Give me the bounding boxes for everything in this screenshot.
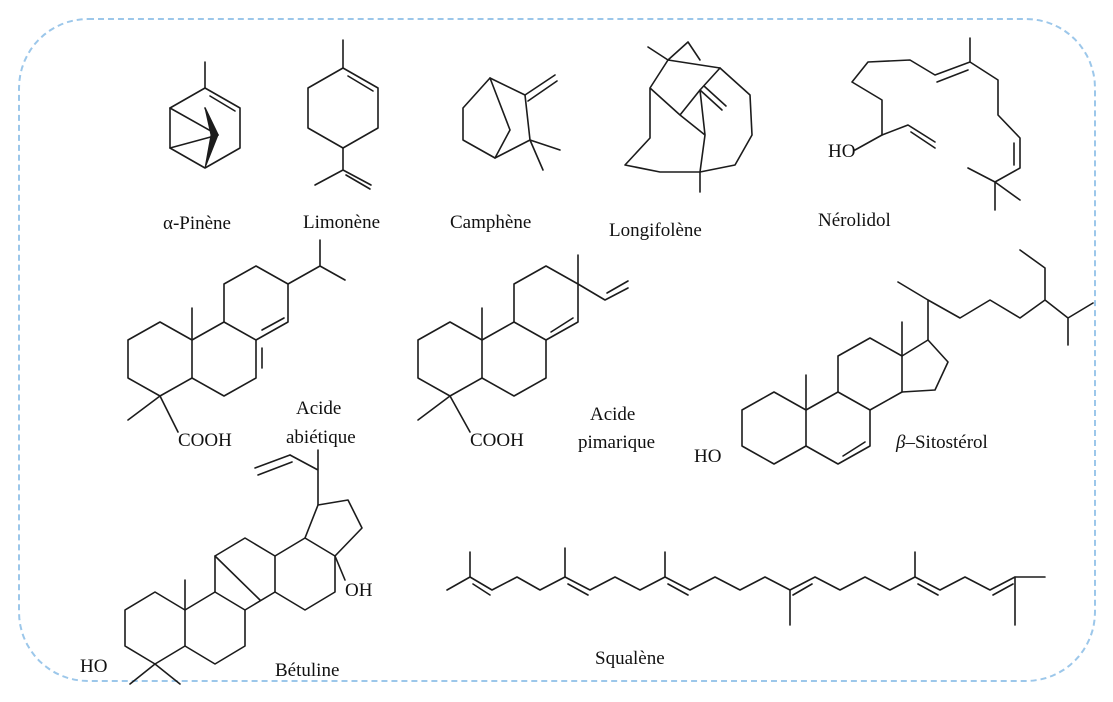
betulin-oh-group: OH [345, 580, 373, 601]
pimaric-cooh-group: COOH [470, 430, 524, 451]
sitosterol-double-bond [842, 441, 866, 457]
label-betulin: Bétuline [275, 660, 339, 681]
abietic-ring-b [191, 321, 257, 397]
pimaric-methyl [417, 395, 451, 421]
pimaric-ring-a [417, 321, 483, 397]
sitosterol-side-chain [897, 249, 1094, 346]
limonene-isopropenyl-double-bond [345, 174, 371, 190]
abietic-ring-c [223, 265, 289, 341]
nerolidol-vinyl [854, 124, 936, 151]
label-alpha-pinene: α-Pinène [163, 213, 231, 234]
label-abietic-line2: abiétique [286, 427, 356, 448]
label-nerolidol: Nérolidol [818, 210, 891, 231]
label-pimaric-line2: pimarique [578, 432, 655, 453]
abietic-acid-structure [127, 239, 346, 433]
sitosterol-ring-c [837, 337, 903, 411]
label-longifolene: Longifolène [609, 220, 702, 241]
label-sitosterol-rest: –Sitostérol [904, 432, 987, 453]
longifolene-seven-ring [667, 59, 753, 173]
label-pimaric-line1: Acide [590, 404, 635, 425]
camphene-ring [462, 77, 531, 159]
camphene-structure [462, 74, 561, 171]
betulin-methyls [129, 579, 186, 685]
squalene-double-bonds [472, 583, 1014, 596]
pimaric-cooh-bond [449, 395, 471, 433]
nerolidol-chain [851, 59, 1021, 211]
betulin-oh-bond [334, 555, 346, 581]
alpha-pinene-double-bond [209, 95, 236, 112]
abietic-methyl [127, 395, 161, 421]
sitosterol-structure [741, 249, 1094, 465]
betulin-ring-c [214, 537, 276, 611]
abietic-ring-a [127, 321, 193, 397]
label-sitosterol: β–Sitostérol [895, 432, 988, 453]
dashed-rounded-frame [18, 18, 1096, 682]
squalene-methyls [469, 547, 1016, 626]
nerolidol-ho-group: HO [828, 141, 855, 162]
nerolidol-structure [851, 37, 1021, 211]
longifolene-structure [624, 41, 753, 193]
longifolene-cage [624, 59, 721, 173]
alpha-pinene-gem-methyl [204, 107, 219, 136]
abietic-cooh-bond [159, 395, 179, 433]
squalene-structure [446, 547, 1046, 626]
pimaric-vinyl [577, 280, 629, 301]
camphene-bridge [489, 77, 511, 159]
betulin-ring-a [124, 591, 186, 665]
pimaric-ring-b [481, 321, 547, 397]
sitosterol-ring-d [901, 339, 949, 393]
sitosterol-ring-b [805, 391, 871, 465]
sitosterol-ring-a [741, 391, 807, 465]
label-sitosterol-prefix: β [895, 432, 906, 453]
camphene-gem-dimethyl [529, 139, 561, 171]
limonene-structure [307, 39, 379, 190]
camphene-methylene [524, 74, 558, 102]
limonene-ring [307, 67, 379, 149]
pimaric-double-bond [550, 317, 574, 333]
betulin-ring-b [184, 591, 246, 665]
nerolidol-double-bond-1 [936, 69, 969, 83]
label-squalene: Squalène [595, 648, 665, 669]
sitosterol-ho-group: HO [694, 446, 721, 467]
pimaric-ring-c [513, 265, 579, 341]
longifolene-top-gem-dimethyl [647, 41, 701, 61]
betulin-ho-group: HO [80, 656, 107, 677]
limonene-ring-double-bond [347, 75, 374, 92]
label-limonene: Limonène [303, 212, 380, 233]
label-abietic-line1: Acide [296, 398, 341, 419]
limonene-isopropenyl [314, 147, 372, 186]
longifolene-methylene [699, 85, 727, 111]
alpha-pinene-structure [169, 61, 241, 169]
betulin-structure [124, 449, 363, 685]
sitosterol-methyls [805, 321, 903, 411]
abietic-cooh-group: COOH [178, 430, 232, 451]
squalene-chain [446, 576, 1046, 591]
abietic-isopropyl [287, 239, 346, 285]
pimaric-acid-structure [417, 254, 629, 433]
betulin-ring-d [274, 537, 336, 611]
betulin-ring-e [304, 499, 363, 557]
betulin-isopropenyl [254, 449, 319, 506]
betulin-bridge [214, 555, 261, 601]
label-camphene: Camphène [450, 212, 531, 233]
abietic-double-bonds [261, 317, 285, 369]
